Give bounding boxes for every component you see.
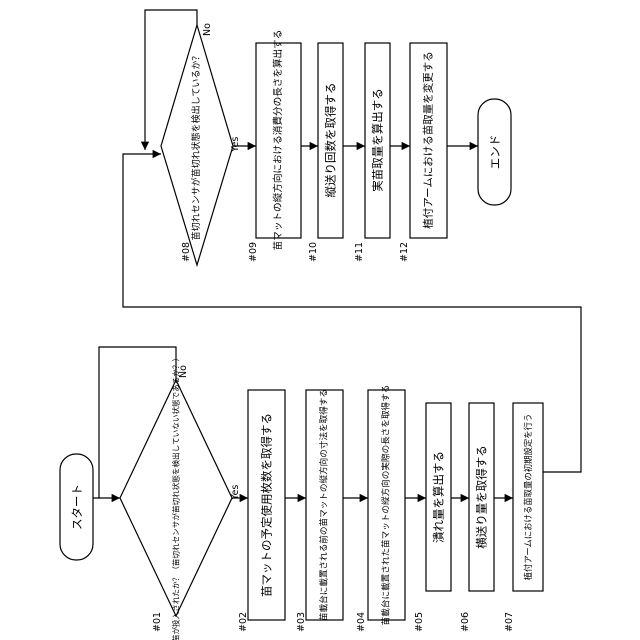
decision-08-no-label: No <box>202 23 213 36</box>
step-03-text: 苗載台に載置される前の苗マットの縦方向の寸法を取得する <box>318 389 330 621</box>
step-08-number: #08 <box>181 242 192 262</box>
decision-08-yes-label: Yes <box>230 137 241 153</box>
step-02-text: 苗マットの予定使用枚数を取得する <box>260 413 274 597</box>
decision-01-yes-label: Yes <box>230 485 241 501</box>
step-10-number: #10 <box>308 242 319 262</box>
step-11-number: #11 <box>354 242 365 262</box>
decision-01-no-connector <box>99 347 176 498</box>
decision-01-text: 苗が投入されたか？（苗切れセンサが苗切れ状態を検出していない状態であるか？） <box>171 354 181 640</box>
step-01-number: #01 <box>152 612 163 632</box>
step-03-number: #03 <box>296 612 307 632</box>
step-02-number: #02 <box>238 612 249 632</box>
end-label: エンド <box>488 135 502 170</box>
step-09-text: 苗マットの縦方向における消費分の長さを算出する <box>272 30 284 251</box>
step-04-text: 苗載台に載置された苗マットの縦方向の実際の長さを取得する <box>380 385 392 626</box>
step-11-text: 実苗取量を算出する <box>371 88 385 192</box>
decision-08-no-connector <box>145 10 197 150</box>
step-04-number: #04 <box>356 612 367 632</box>
step-10-text: 縦送り回数を取得する <box>324 83 338 198</box>
start-label: スタート <box>70 484 84 530</box>
step-05-number: #05 <box>414 612 425 632</box>
step-06-text: 横送り量を取得する <box>475 445 489 549</box>
step-12-number: #12 <box>399 242 410 262</box>
step-05-text: 潰れ量を算出する <box>432 451 446 543</box>
step-09-number: #09 <box>248 242 259 262</box>
decision-08-text: 苗切れセンサが苗切れ状態を検出しているか？ <box>190 52 202 241</box>
step-12-text: 植付アームにおける苗取量を変更する <box>422 51 435 229</box>
step-06-number: #06 <box>460 612 471 632</box>
step-07-number: #07 <box>504 612 515 632</box>
step-07-text: 植付アームにおける苗取量の初期設定を行う <box>523 414 533 581</box>
